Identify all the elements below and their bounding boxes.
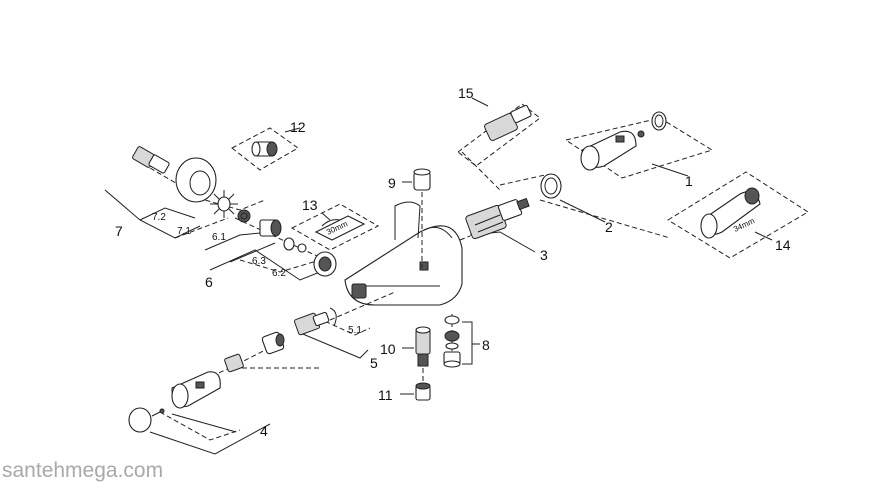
part-1-handle [580,130,637,171]
part-6-1-seal [237,209,251,223]
part-15-group: 15 [457,85,541,191]
part-11-group: 11 [378,368,431,403]
label-6-2: 6.2 [272,268,286,279]
part-7-2-rosette [175,157,217,203]
part-5-group: 5.1 5 [293,291,396,371]
label-14: 14 [775,237,791,253]
part-7-group: 7 7.2 7.1 [104,146,266,239]
label-7: 7 [115,223,123,239]
part-6-group: 6 6.1 6.3 6.2 [204,209,337,290]
part-13-gauge [314,215,366,241]
part-3-group: 3 [459,197,548,263]
label-5-1: 5.1 [348,325,362,336]
label-1: 1 [685,173,693,189]
part-3-cartridge [465,197,530,240]
part-1-group: 1 [565,111,714,189]
part-7-1-washer [210,190,238,218]
part-14-frame [667,171,809,259]
part-6-2-cap-nut [313,251,337,277]
part-5-cartridge [293,311,330,336]
part-5-1-oring [329,307,337,327]
part-12-group: 12 [231,119,306,171]
part-8-washer [444,315,460,325]
part-6-3-nipple [259,219,282,237]
part-12-fitting [251,141,278,157]
label-6-3: 6.3 [252,256,266,267]
label-11: 11 [378,387,393,403]
part-11-filter [415,382,431,401]
part-14-handle [700,187,761,239]
part-8-group: 8 [443,314,490,370]
label-3: 3 [540,247,548,263]
part-4-cap [128,407,152,433]
label-6: 6 [205,274,213,290]
label-7-1: 7.1 [177,226,191,237]
label-12: 12 [290,119,306,135]
part-1-screw [637,130,645,138]
part-15-cartridge [484,104,532,142]
label-9: 9 [388,175,396,191]
part-9-cap [413,168,431,191]
label-10: 10 [380,341,396,357]
part-4-handle [171,371,221,409]
label-15: 15 [458,85,474,101]
part-8-seal [444,330,460,342]
part-2-ring [540,173,562,199]
part-4-fitting [261,331,285,355]
part-1-cap [651,111,667,131]
part-2-group: 2 [499,173,671,239]
part-13-frame [290,203,380,251]
watermark: santehmega.com [2,459,163,482]
part-4-adapter [224,353,244,373]
part-8-nut [443,351,461,368]
part-4-screw [151,408,165,417]
part-9-group: 9 [388,168,431,268]
part-12-frame [231,127,299,171]
mixer-body [344,201,463,306]
part-7-connector [132,146,217,203]
label-8: 8 [482,337,490,353]
label-5: 5 [370,355,378,371]
part-13-group: 30mm 13 [290,197,380,251]
part-10-group: 10 [380,326,431,367]
part-10-valve [415,326,431,367]
part-4-group: 4 [128,331,320,455]
label-2: 2 [605,219,613,235]
part-6-oring [283,237,295,251]
label-7-2: 7.2 [152,212,166,223]
label-13: 13 [302,197,318,213]
label-4: 4 [260,423,268,439]
label-6-1: 6.1 [212,232,226,243]
